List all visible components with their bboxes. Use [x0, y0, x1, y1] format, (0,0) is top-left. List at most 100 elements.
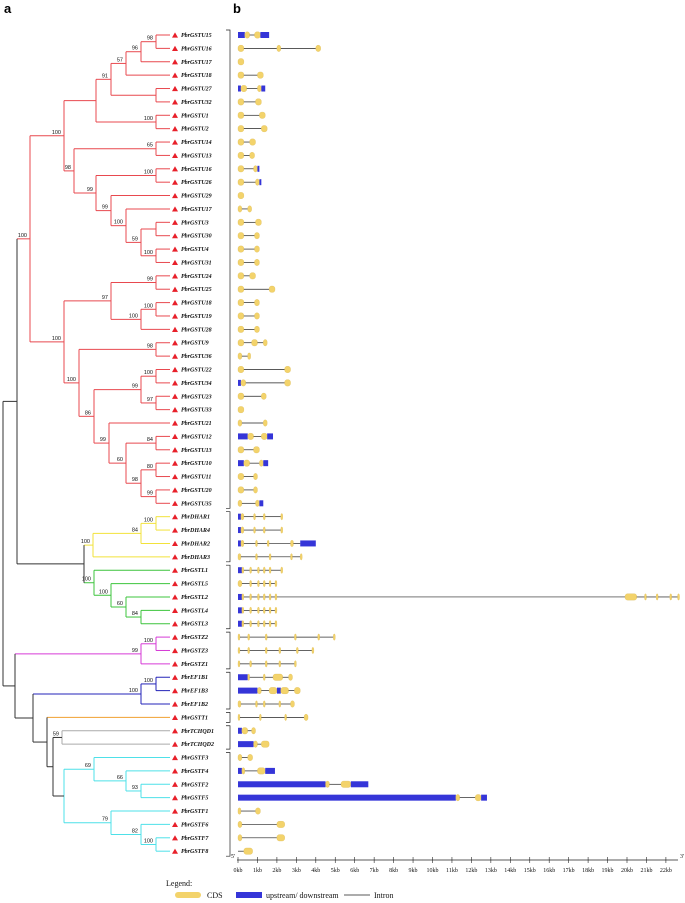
- gene-label: PbrGSTU13: [181, 448, 212, 454]
- cds-segment: [253, 486, 258, 494]
- cds-segment: [253, 526, 256, 534]
- cds-segment: [237, 192, 244, 199]
- cds-segment: [247, 633, 250, 641]
- cds-segment: [268, 606, 272, 614]
- gene-label: PbrGSTU9: [181, 341, 209, 347]
- utr-segment: [238, 540, 241, 547]
- gene-label: PbrTCHQD1: [181, 729, 214, 735]
- gene-label: PbrGSTL4: [181, 608, 208, 614]
- cds-segment: [294, 633, 297, 641]
- gene-label: PbrGSTZ2: [181, 635, 208, 641]
- gene-label: PbrGSTU31: [181, 260, 212, 266]
- cds-segment: [249, 660, 252, 668]
- cds-segment: [669, 593, 672, 601]
- phylogenetic-tree: 9896579110065100100591009999981009910010…: [2, 34, 170, 852]
- leaf-marker-icon: [172, 407, 178, 413]
- gene-label: PbrGSTU29: [181, 194, 212, 200]
- cds-segment: [237, 486, 244, 494]
- cds-segment: [255, 553, 258, 561]
- cds-segment: [253, 740, 258, 748]
- axis-tick-label: 18kb: [582, 868, 594, 874]
- bootstrap-value: 99: [147, 491, 153, 497]
- cds-segment: [267, 540, 270, 547]
- cds-segment: [237, 754, 243, 761]
- subfamily-bracket: [226, 564, 231, 630]
- cds-segment: [249, 593, 252, 601]
- axis-tick-label: 22kb: [660, 868, 672, 874]
- gene-label: PbrGSTU16: [181, 167, 212, 173]
- cds-segment: [247, 754, 253, 761]
- bootstrap-value: 99: [100, 437, 106, 443]
- leaf-marker-icon: [172, 661, 178, 667]
- cds-segment: [284, 379, 291, 387]
- cds-segment: [237, 834, 243, 842]
- utr-segment: [238, 741, 254, 748]
- cds-segment: [243, 847, 253, 855]
- cds-segment: [263, 566, 266, 574]
- cds-segment: [247, 205, 252, 213]
- leaf-marker-icon: [172, 206, 178, 212]
- cds-segment: [254, 299, 260, 306]
- cds-segment: [237, 352, 243, 360]
- axis-tick-label: 12kb: [465, 868, 477, 874]
- cds-segment: [237, 152, 244, 159]
- leaf-marker-icon: [172, 768, 178, 774]
- bootstrap-value: 91: [102, 73, 108, 79]
- cds-segment: [237, 366, 244, 373]
- cds-segment: [340, 780, 351, 788]
- cds-segment: [253, 513, 256, 521]
- legend-utr-label: upstream/ downstream: [266, 891, 339, 900]
- leaf-marker-icon: [172, 527, 178, 533]
- cds-segment: [247, 673, 250, 681]
- gene-label: PbrTCHQD2: [181, 742, 214, 748]
- cds-segment: [263, 700, 266, 708]
- cds-segment: [254, 259, 260, 266]
- cds-segment: [237, 259, 244, 266]
- leaf-marker-icon: [172, 366, 178, 373]
- gene-label: PbrGSTF1: [181, 809, 208, 815]
- gene-label: PbrGSTL1: [181, 568, 208, 574]
- cds-segment: [257, 85, 262, 92]
- axis-tick-label: 1kb: [253, 868, 262, 874]
- bootstrap-value: 60: [117, 457, 123, 463]
- leaf-marker-icon: [172, 714, 178, 720]
- leaf-marker-icon: [172, 313, 178, 319]
- cds-segment: [276, 821, 285, 828]
- utr-segment: [238, 781, 326, 788]
- gene-label: PbrGSTL3: [181, 622, 208, 628]
- cds-segment: [237, 138, 244, 146]
- bootstrap-value: 100: [144, 169, 153, 175]
- cds-segment: [249, 566, 252, 574]
- cds-segment: [237, 807, 242, 815]
- bootstrap-value: 86: [85, 410, 91, 416]
- leaf-marker-icon: [172, 166, 178, 172]
- gene-label: PbrGSTF2: [181, 782, 208, 788]
- axis-tick-label: 3kb: [292, 868, 301, 874]
- leaf-marker-icon: [172, 126, 178, 132]
- leaf-marker-icon: [172, 500, 178, 506]
- leaf-marker-icon: [172, 447, 178, 453]
- cds-segment: [237, 633, 241, 641]
- leaf-marker-icon: [172, 433, 178, 439]
- cds-segment: [300, 553, 303, 561]
- subfamily-bracket: [226, 631, 231, 670]
- cds-segment: [237, 285, 244, 293]
- bootstrap-value: 100: [129, 313, 138, 319]
- subfamily-bracket: [226, 752, 231, 857]
- gene-label: PbrGSTF5: [181, 796, 208, 802]
- bootstrap-value: 59: [132, 236, 138, 242]
- cds-segment: [263, 580, 266, 587]
- cds-segment: [247, 433, 254, 440]
- utr-segment: [238, 85, 241, 92]
- bootstrap-value: 82: [132, 828, 138, 834]
- cds-segment: [241, 620, 244, 628]
- axis-tick-label: 7kb: [370, 868, 379, 874]
- leaf-marker-icon: [172, 473, 178, 480]
- bootstrap-value: 98: [132, 477, 138, 483]
- cds-segment: [278, 700, 281, 708]
- leaf-marker-icon: [172, 835, 178, 841]
- cds-segment: [237, 111, 244, 119]
- leaf-marker-icon: [172, 340, 178, 346]
- bootstrap-value: 99: [87, 187, 93, 193]
- legend-utr-swatch: [236, 892, 262, 898]
